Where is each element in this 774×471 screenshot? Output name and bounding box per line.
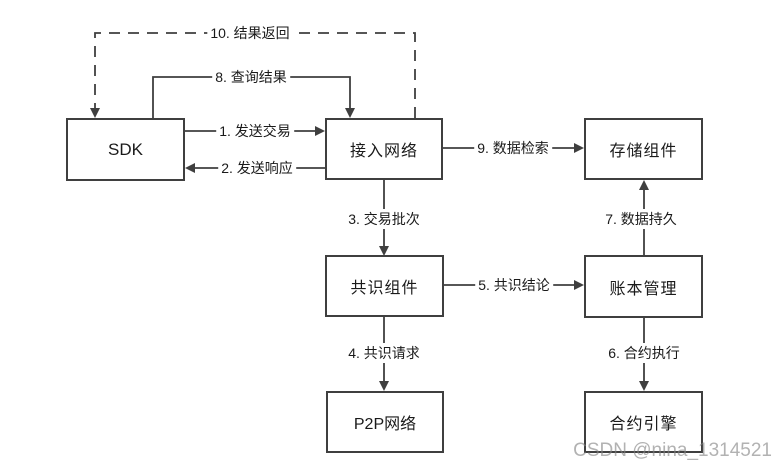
edge-10-line (94, 32, 416, 118)
node-access-network: 接入网络 (325, 118, 443, 180)
node-p2p-network: P2P网络 (326, 391, 444, 453)
edge-label-7-data-persistence: 7. 数据持久 (602, 209, 680, 229)
node-contract-engine: 合约引擎 (584, 391, 703, 453)
edge-label-8-query-result: 8. 查询结果 (212, 67, 290, 87)
edge-7-arrowhead (639, 180, 649, 190)
edge-3-arrowhead (379, 246, 389, 256)
csdn-watermark: CSDN @nina_1314521 (573, 440, 772, 461)
edge-9-arrowhead (574, 143, 584, 153)
edge-label-1-send-transaction: 1. 发送交易 (216, 121, 294, 141)
edge-label-6-contract-execution: 6. 合约执行 (605, 343, 683, 363)
edge-label-2-send-response: 2. 发送响应 (218, 158, 296, 178)
node-storage-component: 存储组件 (584, 118, 703, 180)
edge-label-3-transaction-batch: 3. 交易批次 (345, 209, 423, 229)
edge-8-arrowhead (345, 108, 355, 118)
edge-4-arrowhead (379, 381, 389, 391)
edge-label-10-result-return: 10. 结果返回 (207, 23, 293, 43)
edge-1-arrowhead (315, 126, 325, 136)
node-sdk: SDK (66, 118, 185, 181)
edge-label-4-consensus-request: 4. 共识请求 (345, 343, 423, 363)
edge-6-arrowhead (639, 381, 649, 391)
node-ledger-management: 账本管理 (584, 255, 703, 318)
edge-2-arrowhead (185, 163, 195, 173)
edge-10-arrowhead (90, 108, 100, 118)
edge-label-5-consensus-conclusion: 5. 共识结论 (475, 275, 553, 295)
edge-5-arrowhead (574, 280, 584, 290)
edge-label-9-data-retrieval: 9. 数据检索 (474, 138, 552, 158)
node-consensus-component: 共识组件 (325, 255, 444, 317)
